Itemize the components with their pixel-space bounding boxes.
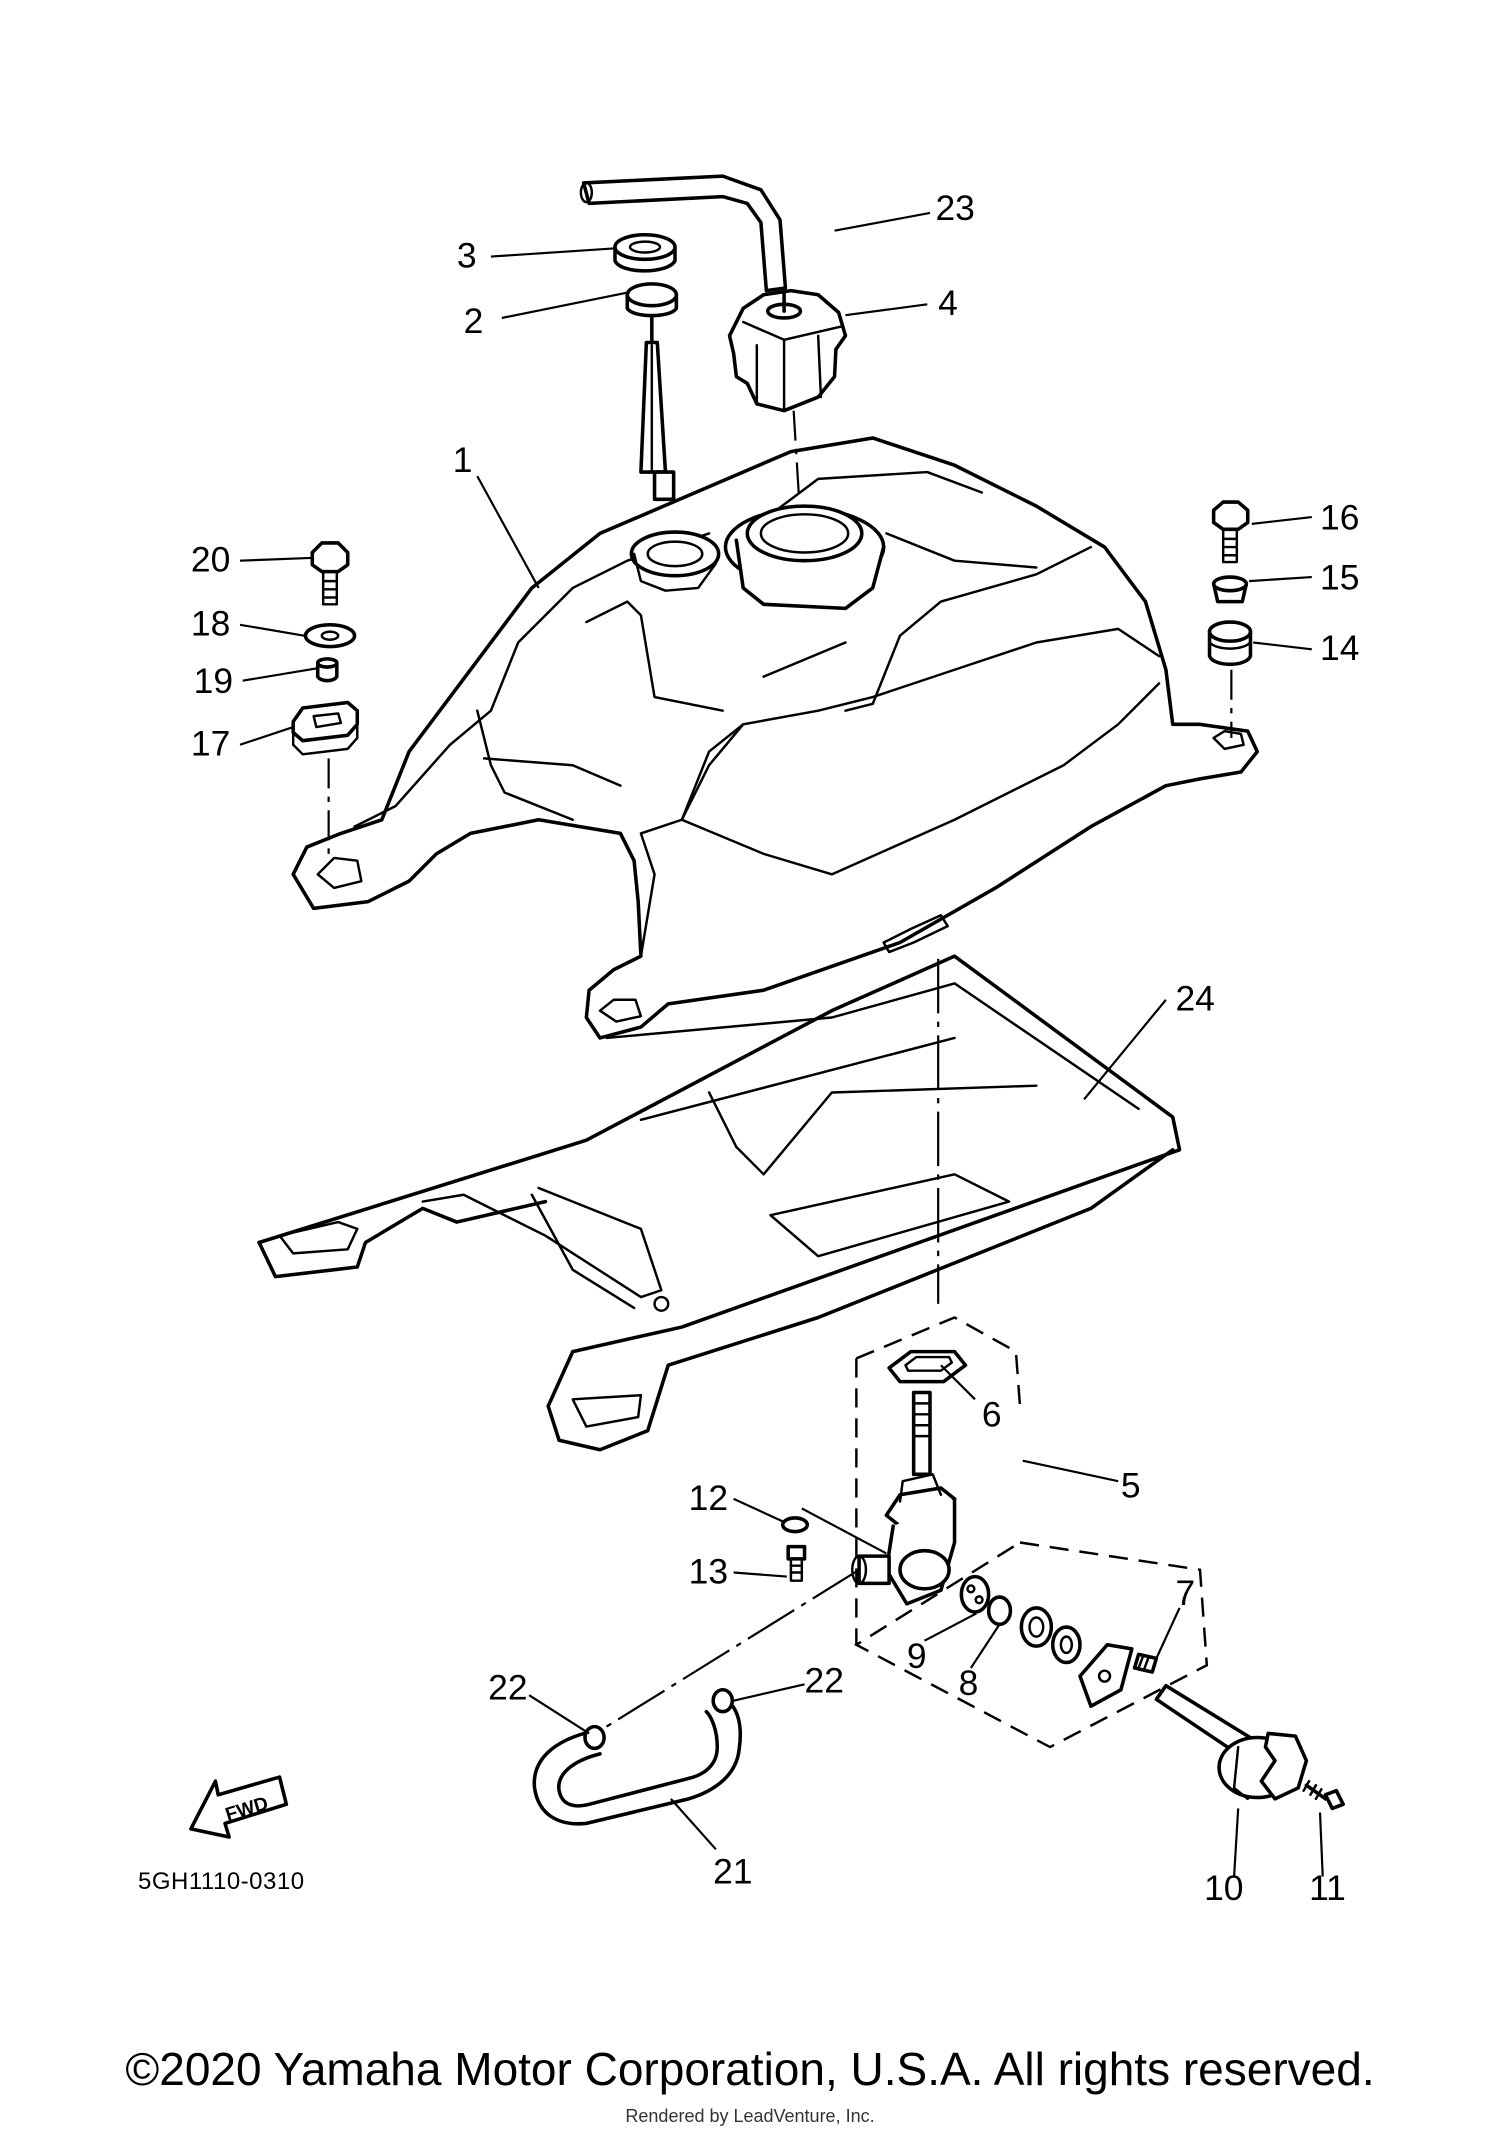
callout-leaders <box>239 211 1324 1877</box>
part-8-oring <box>986 1595 1013 1627</box>
part-9-gasket <box>959 1574 991 1614</box>
part-18-washer <box>303 622 357 649</box>
valve-disc <box>1019 1606 1082 1665</box>
callout-10: 10 <box>1204 1868 1243 1908</box>
lever-plate <box>1078 1642 1134 1708</box>
callout-9: 9 <box>907 1636 927 1676</box>
part-10-lever <box>1154 1683 1309 1801</box>
part-5-assembly-outline <box>853 1316 1209 1749</box>
part-15-collar <box>1211 575 1249 604</box>
part-22-clamp-left <box>583 1724 606 1751</box>
part-19-collar <box>315 657 339 683</box>
parts-diagram: FWD 23 3 2 4 1 20 18 19 <box>189 174 1360 1908</box>
part-20-bolt <box>310 541 350 606</box>
callout-1: 1 <box>453 440 473 480</box>
callout-17: 17 <box>191 724 230 764</box>
callout-14: 14 <box>1320 628 1359 668</box>
callout-11: 11 <box>1309 1868 1346 1908</box>
fwd-arrow-icon: FWD <box>189 1775 289 1839</box>
callout-24: 24 <box>1175 979 1214 1019</box>
callout-8: 8 <box>959 1663 979 1703</box>
part-23-vent-hose <box>579 174 788 293</box>
callout-15: 15 <box>1320 557 1359 597</box>
part-21-fuel-hose <box>532 1697 742 1826</box>
callout-4: 4 <box>938 283 958 323</box>
part-11-screw <box>1302 1779 1345 1811</box>
part-22-clamp-right <box>711 1687 735 1714</box>
part-17-damper <box>291 700 360 756</box>
callout-2: 2 <box>464 301 484 341</box>
part-16-bolt <box>1211 500 1250 564</box>
part-13-screw <box>786 1544 807 1582</box>
callout-12: 12 <box>689 1478 728 1518</box>
part-24-bracket <box>257 954 1182 1452</box>
callout-20: 20 <box>191 540 230 580</box>
callout-18: 18 <box>191 604 230 644</box>
part-6-gasket <box>887 1349 968 1384</box>
callout-13: 13 <box>689 1551 728 1591</box>
rendered-by-credit: Rendered by LeadVenture, Inc. <box>625 2106 875 2126</box>
callout-labels: 23 3 2 4 1 20 18 19 17 16 15 14 24 6 5 1… <box>191 188 1360 1908</box>
callout-21: 21 <box>713 1851 752 1891</box>
copyright-notice: ©2020 Yamaha Motor Corporation, U.S.A. A… <box>125 2043 1375 2095</box>
callout-3: 3 <box>457 236 477 276</box>
callout-22-right: 22 <box>805 1661 844 1701</box>
part-7-screw <box>1132 1652 1159 1674</box>
part-4-filler-cap <box>727 288 848 413</box>
part-1-fuel-tank <box>291 436 1260 1040</box>
callout-6: 6 <box>982 1395 1002 1435</box>
part-3-grommet <box>613 232 677 273</box>
callout-22-left: 22 <box>488 1667 527 1707</box>
part-12-washer <box>780 1516 810 1534</box>
fuel-cock-body <box>851 1390 957 1606</box>
part-14-damper <box>1207 620 1253 667</box>
diagram-code: 5GH1110-0310 <box>138 1868 305 1895</box>
callout-5: 5 <box>1121 1466 1141 1506</box>
callout-7: 7 <box>1175 1573 1195 1613</box>
assembly-lines <box>327 410 1233 1732</box>
callout-19: 19 <box>194 661 233 701</box>
part-2-sender <box>625 282 679 502</box>
callout-16: 16 <box>1320 497 1359 537</box>
callout-23: 23 <box>935 188 974 228</box>
